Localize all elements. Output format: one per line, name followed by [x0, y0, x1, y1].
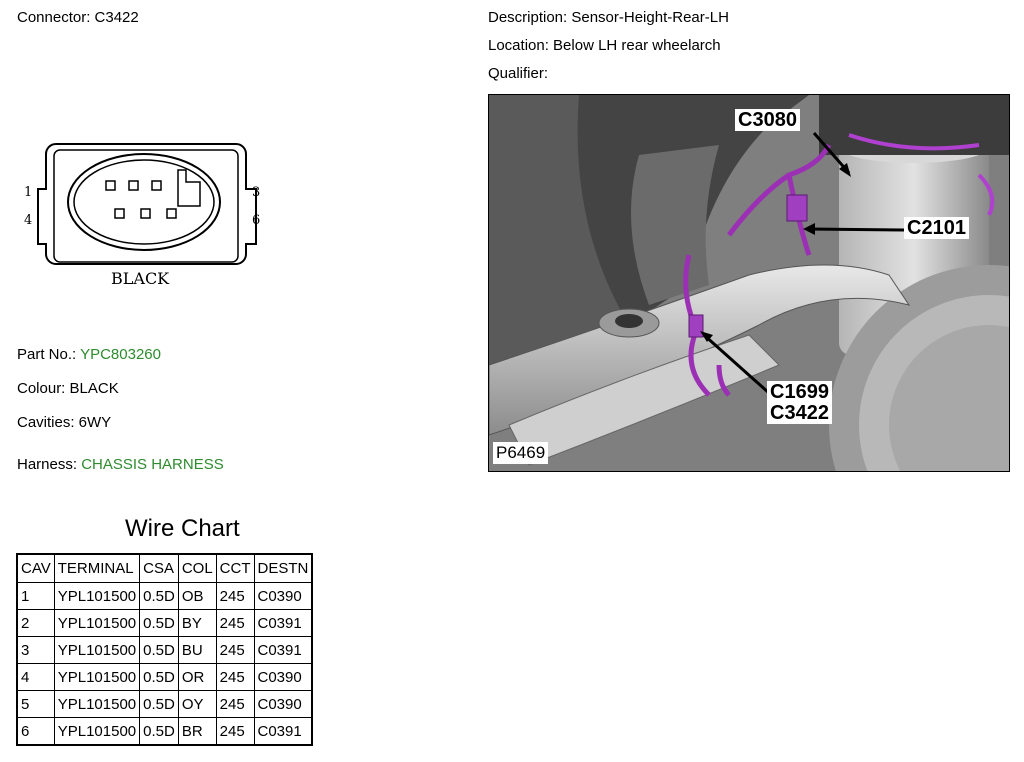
cavity-2 [128, 180, 139, 191]
wire-chart-title: Wire Chart [125, 515, 240, 542]
table-cell: 5 [16, 690, 55, 718]
table-cell: 245 [215, 717, 255, 746]
table-cell: C0390 [253, 582, 313, 610]
location-label: Location: Below LH rear wheelarch [488, 37, 721, 54]
table-cell: 245 [215, 663, 255, 691]
table-cell: 245 [215, 609, 255, 637]
cavity-3 [151, 180, 162, 191]
column-header: CCT [215, 553, 255, 583]
callout-c3422: C3422 [767, 402, 832, 424]
table-cell: OY [177, 690, 217, 718]
table-cell: 0.5D [139, 690, 179, 718]
cavities-label: Cavities: 6WY [17, 414, 112, 431]
table-cell: YPL101500 [53, 663, 141, 691]
column-header: DESTN [253, 553, 313, 583]
colour-label: Colour: BLACK [17, 380, 119, 397]
table-cell: 245 [215, 690, 255, 718]
table-cell: 6 [16, 717, 55, 746]
table-cell: YPL101500 [53, 609, 141, 637]
table-row: 4 YPL101500 0.5D OR 245 C0390 [16, 663, 313, 691]
qualifier-label: Qualifier: [488, 65, 549, 82]
table-row: 3 YPL101500 0.5D BU 245 C0391 [16, 636, 313, 664]
pin-label-3: 3 [252, 185, 260, 200]
table-cell: 3 [16, 636, 55, 664]
pin-label-1: 1 [24, 185, 32, 200]
pin-label-4: 4 [24, 213, 32, 228]
table-cell: YPL101500 [53, 582, 141, 610]
part-no: Part No.: YPC803260 [17, 346, 161, 363]
column-header: CAV [16, 553, 55, 583]
table-row: 5 YPL101500 0.5D OY 245 C0390 [16, 690, 313, 718]
callout-c3080: C3080 [735, 109, 800, 131]
wire-chart-table: CAV TERMINAL CSA COL CCT DESTN 1 YPL1015… [16, 553, 314, 746]
figure-id: P6469 [493, 442, 549, 464]
cavity-1 [105, 180, 116, 191]
table-header-row: CAV TERMINAL CSA COL CCT DESTN [16, 553, 313, 583]
table-cell: C0391 [253, 609, 313, 637]
connector-diagram: 1 3 4 6 BLACK [16, 136, 276, 300]
column-header: TERMINAL [53, 553, 141, 583]
table-row: 1 YPL101500 0.5D OB 245 C0390 [16, 582, 313, 610]
pin-label-6: 6 [252, 213, 260, 228]
table-cell: C0390 [253, 663, 313, 691]
connector-color-label: BLACK [111, 269, 170, 288]
table-cell: 0.5D [139, 609, 179, 637]
cavity-6 [166, 208, 177, 219]
table-cell: BU [177, 636, 217, 664]
table-cell: BY [177, 609, 217, 637]
table-cell: C0391 [253, 717, 313, 746]
table-cell: 0.5D [139, 636, 179, 664]
part-no-label: Part No.: [17, 346, 77, 363]
column-header: CSA [139, 553, 179, 583]
part-no-link[interactable]: YPC803260 [80, 346, 161, 363]
cavity-4 [114, 208, 125, 219]
location-photo: C3080 C2101 C1699 C3422 P6469 [488, 94, 1010, 472]
table-cell: YPL101500 [53, 690, 141, 718]
table-cell: C0390 [253, 690, 313, 718]
table-cell: BR [177, 717, 217, 746]
description-label: Description: Sensor-Height-Rear-LH [488, 9, 729, 26]
table-cell: 245 [215, 636, 255, 664]
callout-c2101: C2101 [904, 217, 969, 239]
harness: Harness: CHASSIS HARNESS [17, 456, 224, 473]
table-row: 2 YPL101500 0.5D BY 245 C0391 [16, 609, 313, 637]
table-cell: C0391 [253, 636, 313, 664]
table-cell: 0.5D [139, 717, 179, 746]
harness-label: Harness: [17, 456, 78, 473]
callout-c1699: C1699 [767, 381, 832, 403]
table-cell: 0.5D [139, 663, 179, 691]
cavity-5 [140, 208, 151, 219]
connector-label: Connector: C3422 [17, 9, 139, 26]
table-cell: 2 [16, 609, 55, 637]
harness-link[interactable]: CHASSIS HARNESS [81, 456, 224, 473]
table-cell: 1 [16, 582, 55, 610]
table-cell: YPL101500 [53, 717, 141, 746]
table-cell: OR [177, 663, 217, 691]
column-header: COL [177, 553, 217, 583]
table-cell: 245 [215, 582, 255, 610]
table-row: 6 YPL101500 0.5D BR 245 C0391 [16, 717, 313, 746]
table-cell: 0.5D [139, 582, 179, 610]
table-cell: 4 [16, 663, 55, 691]
table-cell: YPL101500 [53, 636, 141, 664]
table-cell: OB [177, 582, 217, 610]
